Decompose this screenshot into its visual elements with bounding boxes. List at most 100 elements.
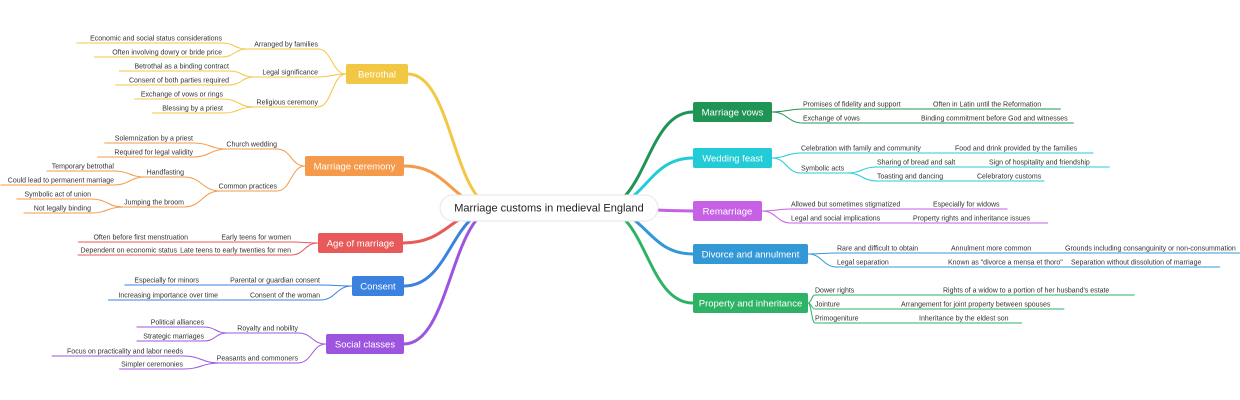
- connector-consent-of-the-woman: [319, 285, 353, 301]
- node-promises-of-fidelity-and-support: Promises of fidelity and support: [803, 102, 901, 109]
- node-exchange-of-vows-or-rings: Exchange of vows or rings: [141, 92, 224, 99]
- branch-remarriage[interactable]: Remarriage: [693, 201, 762, 221]
- branch-marriage-ceremony-box: [305, 156, 404, 176]
- node-separation-without-dissolution-of-marriage: Separation without dissolution of marria…: [1071, 260, 1201, 267]
- connector-focus-on-practicality-and-labor-needs: [182, 355, 220, 364]
- node-inheritance-by-the-eldest-son: Inheritance by the eldest son: [919, 316, 1009, 323]
- node-dependent-on-economic-status: Dependent on economic status: [80, 248, 177, 255]
- connector-consent-of-both-parties-required: [228, 76, 255, 86]
- branch-remarriage-label: Remarriage: [703, 207, 753, 218]
- connector-legal-and-social-implications: [761, 210, 792, 224]
- connector-toasting-and-dancing: [847, 172, 878, 182]
- branch-marriage-vows[interactable]: Marriage vows: [693, 102, 772, 122]
- node-exchange-of-vows: Exchange of vows: [803, 116, 860, 123]
- node-binding-commitment-before-god-and-witnesses: Binding commitment before God and witnes…: [921, 116, 1068, 123]
- node-blessing-by-a-priest: Blessing by a priest: [162, 106, 223, 113]
- branch-social-classes[interactable]: Social classes: [326, 334, 404, 354]
- connector-late-teens-to-early-twenties-for-men: [290, 242, 319, 256]
- branch-marriage-ceremony-label: Marriage ceremony: [314, 162, 396, 173]
- connector-simpler-ceremonies: [182, 362, 220, 370]
- branch-consent[interactable]: Consent: [352, 276, 404, 296]
- branch-divorce-and-annulment[interactable]: Divorce and annulment: [693, 244, 808, 264]
- node-religious-ceremony: Religious ceremony: [257, 100, 319, 107]
- connector-celebration-with-family-and-community: [771, 152, 802, 159]
- node-symbolic-acts: Symbolic acts: [801, 166, 845, 173]
- node-often-in-latin-until-the-reformation: Often in Latin until the Reformation: [933, 102, 1041, 109]
- branch-social-classes-label: Social classes: [335, 340, 395, 351]
- node-handfasting: Handfasting: [147, 170, 184, 177]
- connector-layer: [0, 42, 1240, 370]
- branch-betrothal-box: [346, 64, 408, 84]
- node-solemnization-by-a-priest: Solemnization by a priest: [115, 136, 193, 143]
- node-arranged-by-families: Arranged by families: [254, 42, 318, 49]
- node-especially-for-minors: Especially for minors: [134, 278, 199, 285]
- branch-wedding-feast-box: [693, 148, 772, 168]
- connector-political-alliances: [203, 326, 228, 334]
- branch-betrothal-label: Betrothal: [358, 70, 396, 81]
- node-increasing-importance-over-time: Increasing importance over time: [118, 293, 218, 300]
- branch-divorce-and-annulment-box: [693, 244, 808, 264]
- branch-property-and-inheritance-label: Property and inheritance: [699, 299, 803, 310]
- connector-solemnization-by-a-priest: [192, 142, 228, 150]
- node-sharing-of-bread-and-salt: Sharing of bread and salt: [877, 160, 955, 167]
- node-annulment-more-common: Annulment more common: [951, 246, 1031, 253]
- node-consent-of-both-parties-required: Consent of both parties required: [129, 78, 229, 85]
- branch-betrothal[interactable]: Betrothal: [346, 64, 408, 84]
- connector-could-lead-to-permanent-marriage: [113, 176, 145, 186]
- connector-not-legally-binding: [90, 206, 124, 214]
- branch-remarriage-box: [693, 201, 762, 221]
- node-grounds-including-consanguinity-or-non-consummation: Grounds including consanguinity or non-c…: [1065, 246, 1236, 253]
- node-sign-of-hospitality-and-friendship: Sign of hospitality and friendship: [989, 160, 1090, 167]
- node-legal-and-social-implications: Legal and social implications: [791, 216, 881, 223]
- node-rare-and-difficult-to-obtain: Rare and difficult to obtain: [837, 246, 918, 253]
- node-required-for-legal-validity: Required for legal validity: [114, 150, 193, 157]
- connector-arranged-by-families: [317, 48, 347, 75]
- node-early-teens-for-women: Early teens for women: [221, 235, 291, 242]
- connector-parental-or-guardian-consent: [319, 284, 353, 287]
- connector-peasants-and-commoners: [297, 343, 327, 364]
- connector-jumping-the-broom: [183, 190, 221, 208]
- connector-royalty-and-nobility: [297, 332, 327, 345]
- node-late-teens-to-early-twenties-for-men: Late teens to early twenties for men: [180, 248, 291, 255]
- node-betrothal-as-a-binding-contract: Betrothal as a binding contract: [134, 64, 229, 71]
- node-symbolic-act-of-union: Symbolic act of union: [24, 192, 91, 199]
- connector-religious-ceremony: [317, 73, 347, 108]
- node-church-wedding: Church wedding: [226, 142, 277, 149]
- root-node-label: Marriage customs in medieval England: [454, 203, 644, 215]
- branch-marriage-ceremony[interactable]: Marriage ceremony: [305, 156, 404, 176]
- branch-age-of-marriage-label: Age of marriage: [327, 239, 395, 250]
- branch-age-of-marriage[interactable]: Age of marriage: [318, 233, 403, 253]
- branch-consent-box: [352, 276, 404, 296]
- node-arrangement-for-joint-property-between-spouses: Arrangement for joint property between s…: [901, 302, 1051, 309]
- connector-strategic-marriages: [203, 332, 228, 342]
- branch-divorce-and-annulment-label: Divorce and annulment: [702, 250, 800, 261]
- node-food-and-drink-provided-by-the-families: Food and drink provided by the families: [955, 146, 1078, 153]
- connector-economic-and-social-status-considerations: [221, 42, 248, 50]
- connector-often-involving-dowry-or-bride-price: [221, 48, 248, 58]
- branch-property-and-inheritance[interactable]: Property and inheritance: [693, 293, 808, 313]
- node-jointure: Jointure: [815, 302, 840, 309]
- branch-social-classes-box: [326, 334, 404, 354]
- connector-common-practices: [276, 165, 306, 192]
- node-not-legally-binding: Not legally binding: [34, 206, 91, 213]
- node-toasting-and-dancing: Toasting and dancing: [877, 174, 943, 181]
- node-consent-of-the-woman: Consent of the woman: [250, 293, 320, 300]
- branch-consent-label: Consent: [360, 282, 396, 293]
- connector-handfasting: [183, 176, 221, 192]
- connector-temporary-betrothal: [113, 170, 145, 178]
- node-royalty-and-nobility: Royalty and nobility: [237, 326, 298, 333]
- connector-exchange-of-vows-or-rings: [222, 98, 255, 108]
- node-simpler-ceremonies: Simpler ceremonies: [121, 362, 183, 369]
- node-often-involving-dowry-or-bride-price: Often involving dowry or bride price: [112, 50, 222, 57]
- node-allowed-but-sometimes-stigmatized: Allowed but sometimes stigmatized: [791, 202, 900, 209]
- branch-property-and-inheritance-box: [693, 293, 808, 313]
- connector-required-for-legal-validity: [192, 148, 228, 158]
- connector-allowed-but-sometimes-stigmatized: [761, 208, 792, 212]
- connector-legal-separation: [807, 253, 838, 268]
- node-often-before-first-menstruation: Often before first menstruation: [93, 235, 188, 242]
- node-celebration-with-family-and-community: Celebration with family and community: [801, 146, 921, 153]
- branch-wedding-feast[interactable]: Wedding feast: [693, 148, 772, 168]
- connector-blessing-by-a-priest: [222, 106, 255, 114]
- root-node[interactable]: Marriage customs in medieval England: [439, 194, 659, 222]
